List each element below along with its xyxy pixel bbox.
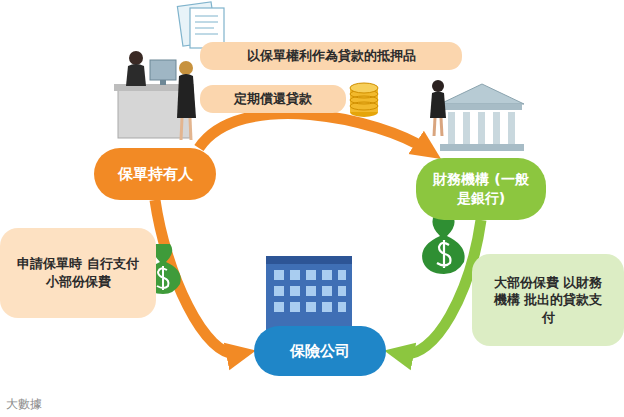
node-text: 保險公司	[290, 341, 350, 361]
node-text: 定期償還貸款	[234, 90, 312, 108]
bank-building	[430, 80, 524, 151]
watermark: 大數據	[6, 396, 42, 413]
note-panel: 大部份保費 以財務機構 批出的貸款支付	[472, 254, 624, 346]
flow-arrow	[199, 114, 428, 151]
node-text: 申請保單時 自行支付小部份保費	[13, 255, 143, 290]
coin-stack	[350, 83, 378, 117]
party-blob: 保單持有人	[94, 148, 216, 200]
label-pill: 以保單權利作為貸款的抵押品	[200, 42, 462, 70]
party-blob: 保險公司	[254, 326, 386, 376]
desk-figure	[114, 51, 196, 140]
node-text: 保單持有人	[118, 164, 193, 184]
node-text: 大部份保費 以財務機構 批出的貸款支付	[492, 274, 604, 327]
node-text: 財務機構 (一般是銀行)	[429, 170, 533, 208]
label-pill: 定期償還貸款	[200, 85, 346, 113]
node-text: 以保單權利作為貸款的抵押品	[247, 47, 416, 65]
party-blob: 財務機構 (一般是銀行)	[416, 158, 546, 220]
money-bag	[422, 214, 465, 274]
note-panel: 申請保單時 自行支付小部份保費	[0, 228, 156, 318]
